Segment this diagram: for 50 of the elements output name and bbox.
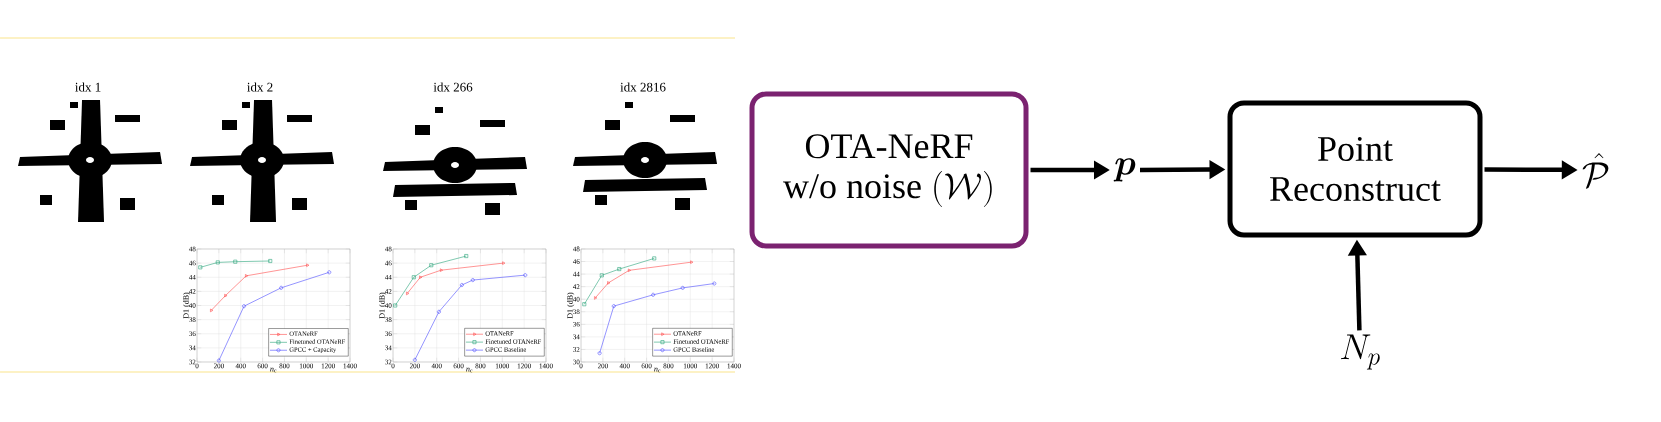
point <box>582 302 587 307</box>
point <box>502 261 506 265</box>
point <box>628 268 631 273</box>
point <box>429 263 434 268</box>
point <box>599 273 604 278</box>
point <box>233 259 238 264</box>
point <box>268 259 273 263</box>
math-symbol: $N_p$ <box>1341 334 1380 370</box>
point <box>652 256 657 261</box>
point <box>470 278 475 282</box>
point <box>611 304 616 309</box>
picture-caption: idx 2816 <box>620 82 666 92</box>
point <box>607 281 611 285</box>
point <box>464 254 469 258</box>
point <box>224 293 228 298</box>
point <box>412 357 417 362</box>
point <box>680 286 685 290</box>
point <box>406 291 410 296</box>
point <box>437 309 441 314</box>
point <box>210 308 214 313</box>
point <box>245 274 249 278</box>
x-axis-title: n$_{c}$ <box>270 367 277 373</box>
point <box>459 283 464 287</box>
point <box>594 296 598 300</box>
point <box>523 273 528 278</box>
math-symbol: $\hat{\mathcal{P}}$ <box>1582 152 1609 189</box>
point <box>411 275 416 280</box>
point <box>597 351 602 356</box>
point <box>393 303 398 308</box>
point <box>198 265 203 270</box>
process-box: Point Reconstruct <box>1227 100 1483 238</box>
point <box>712 281 717 286</box>
x-axis-title: n$_{c}$ <box>654 367 661 373</box>
point <box>242 304 246 309</box>
point <box>327 270 332 275</box>
point <box>279 285 284 290</box>
point <box>306 263 310 267</box>
point <box>419 275 423 279</box>
picture-caption: idx 266 <box>433 82 473 92</box>
point <box>690 260 694 264</box>
math-symbol: $\boldsymbol{p}$ <box>1113 158 1136 182</box>
process-box: $\begin{array}{c}\text{OTA-NeRF}\\ \text{w/o noise }(\mathcal{W})\end{array}$ <box>749 91 1029 249</box>
x-axis-title: n$_{c}$ <box>466 367 473 373</box>
point <box>216 358 221 363</box>
point <box>617 267 622 271</box>
picture-caption: idx 1 <box>75 82 101 92</box>
point <box>651 292 656 297</box>
picture-caption: idx 2 <box>247 82 273 92</box>
point <box>215 260 220 265</box>
point <box>440 268 443 272</box>
